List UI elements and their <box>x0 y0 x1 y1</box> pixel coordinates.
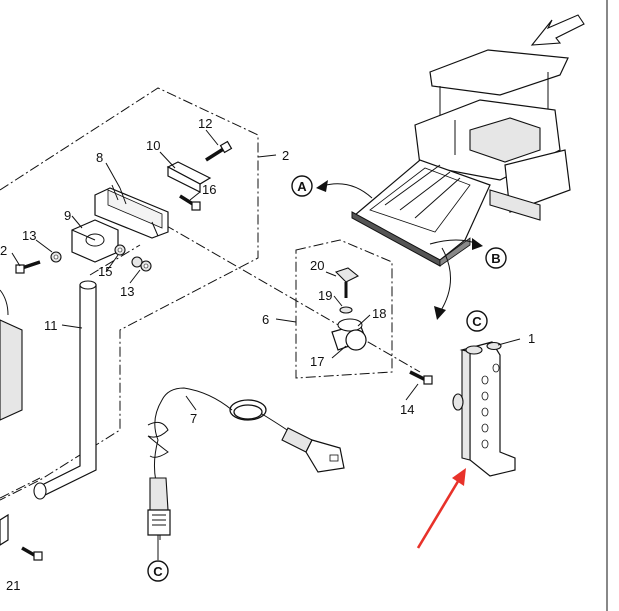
part-7-cable <box>147 387 345 560</box>
paver-machine <box>351 49 571 267</box>
label-part-2-left: 2 <box>0 243 7 258</box>
arrow-to-a <box>316 180 373 199</box>
label-part-19: 19 <box>318 288 332 303</box>
part-15-washer <box>114 244 126 256</box>
label-part-14: 14 <box>400 402 414 417</box>
part-1-holder <box>452 341 516 477</box>
svg-text:C: C <box>153 564 163 579</box>
label-part-2-right: 2 <box>282 148 289 163</box>
leader-lines <box>11 129 521 411</box>
callout-b: B <box>485 247 507 269</box>
part-8-bracket <box>94 184 169 239</box>
part-16-bolt <box>179 194 201 211</box>
part-20-knob <box>334 267 360 298</box>
highlight-arrow <box>416 468 466 549</box>
callout-c-bottom: C <box>147 560 169 582</box>
svg-text:C: C <box>472 314 482 329</box>
label-part-16: 16 <box>202 182 216 197</box>
part-11-rod <box>33 280 97 500</box>
callout-c-top: C <box>466 310 488 332</box>
label-part-6: 6 <box>262 312 269 327</box>
label-part-17: 17 <box>310 354 324 369</box>
part-17-sleeve <box>331 318 367 351</box>
part-13-washers <box>50 251 152 272</box>
label-part-13-b: 13 <box>120 284 134 299</box>
arrow-to-c <box>434 247 451 320</box>
label-part-9: 9 <box>64 208 71 223</box>
label-part-7: 7 <box>190 411 197 426</box>
label-part-8: 8 <box>96 150 103 165</box>
label-part-13-a: 13 <box>22 228 36 243</box>
view-direction-arrow <box>530 14 585 46</box>
part-9-clamp <box>71 219 119 263</box>
label-part-15: 15 <box>98 264 112 279</box>
left-edge-object <box>0 289 23 546</box>
label-part-1: 1 <box>528 331 535 346</box>
label-part-10: 10 <box>146 138 160 153</box>
assembly-6-boundary <box>295 239 393 379</box>
svg-text:B: B <box>491 251 500 266</box>
label-part-21: 21 <box>6 578 20 593</box>
svg-text:A: A <box>297 179 307 194</box>
part-19-washer <box>339 306 353 314</box>
label-part-11: 11 <box>44 318 58 333</box>
part-12-bolt <box>205 140 233 162</box>
part-14-bolt <box>409 370 433 385</box>
assembly-2-boundary <box>0 87 259 501</box>
label-part-20: 20 <box>310 258 324 273</box>
part-21-bolt <box>21 546 43 561</box>
arrow-to-b <box>429 238 483 250</box>
label-part-12: 12 <box>198 116 212 131</box>
part-10-plate <box>166 161 212 193</box>
label-part-18: 18 <box>372 306 386 321</box>
part-2-bolt <box>15 260 41 274</box>
callout-a: A <box>291 175 313 197</box>
